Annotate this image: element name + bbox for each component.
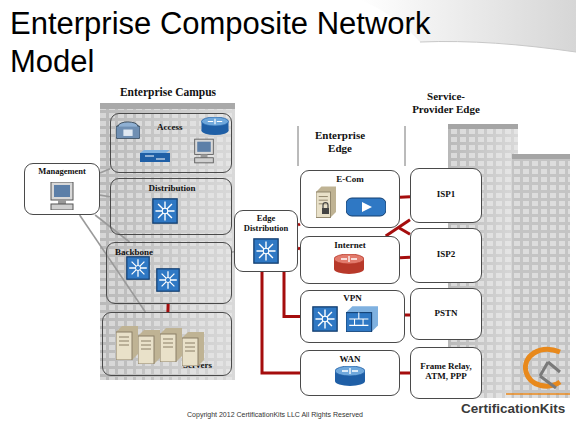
node-label: Frame Relay, ATM, PPP [416, 361, 476, 382]
backbone-icons [127, 257, 149, 279]
server-icons [138, 330, 160, 364]
wan-icon [335, 366, 365, 386]
network-link [80, 215, 146, 312]
access-icons [116, 122, 140, 139]
wan-icon [335, 366, 365, 386]
slide-title: Enterprise Composite Network Model [10, 5, 450, 81]
provider-buildings [512, 158, 570, 398]
campus-building [100, 103, 235, 109]
region-heading: Enterprise Edge [309, 129, 371, 154]
copyright-note: Copyright 2012 CertificationKits LLC All… [140, 411, 410, 419]
logo-swirl [506, 393, 570, 395]
logo-swirl [506, 349, 570, 394]
node-label: Access [157, 122, 207, 132]
ecom-icons [322, 208, 329, 214]
edge-distribution-icon [254, 239, 278, 263]
ecom-module-box: E-Com [300, 170, 400, 228]
backbone-icons [127, 257, 179, 291]
ecom-icons [316, 187, 386, 218]
isp-box: ISP2 [410, 228, 482, 283]
internet-icon [334, 254, 364, 274]
node-label: Enterprise Campus [100, 86, 236, 99]
network-link [262, 272, 300, 373]
network-link [399, 228, 410, 234]
edge-header-rule [298, 126, 405, 166]
ecom-icons [346, 198, 386, 216]
network-link [400, 372, 410, 375]
provider-buildings [512, 158, 570, 398]
backbone-icons [157, 269, 179, 291]
server-farm-box: Servers [102, 312, 232, 376]
wan-module-box: WAN [300, 350, 400, 396]
region-heading: Service- Provider Edge [406, 90, 486, 115]
node-label: VPN [301, 293, 404, 303]
provider-buildings [448, 124, 518, 129]
ecom-icons [316, 187, 336, 218]
internet-icon [334, 254, 364, 274]
distribution-icon [153, 199, 177, 223]
server-icons [116, 326, 204, 366]
server-icons [160, 328, 182, 362]
network-link [298, 224, 300, 225]
node-label: Internet [301, 240, 399, 250]
edge-distribution-box: Edge Distribution [234, 210, 298, 272]
campus-building: Enterprise CampusAccessDistributionBackb… [100, 86, 236, 378]
network-link [284, 272, 300, 317]
backbone-layer-box: Backbone [106, 242, 232, 304]
node-label: Backbone [115, 247, 175, 257]
node-label: ISP1 [411, 189, 481, 199]
node-label: WAN [301, 354, 399, 364]
edge-distribution-icon [254, 239, 278, 263]
network-link [100, 195, 110, 197]
campus-building [100, 103, 235, 380]
logo-text: CertificationKits [461, 401, 575, 417]
network-link [95, 215, 129, 242]
node-label: ISP2 [411, 249, 481, 259]
network-link [400, 256, 410, 259]
edge-header-rule [298, 126, 299, 166]
title-banner [420, 41, 576, 52]
management-icon [51, 182, 73, 210]
access-icons [202, 117, 229, 135]
vpn-icons [313, 306, 378, 332]
node-label: Management [25, 167, 99, 177]
access-icons [140, 150, 170, 162]
node-label: Servers [183, 360, 231, 370]
vpn-icons [346, 306, 378, 332]
distribution-layer-box: Distribution [110, 178, 232, 235]
access-layer-box: Access [110, 113, 232, 173]
logo-swirl [540, 362, 560, 388]
wan-service-box: Frame Relay, ATM, PPP [410, 347, 482, 399]
vpn-icons [313, 307, 337, 331]
pstn-box: PSTN [410, 288, 482, 340]
campus-building [100, 103, 235, 380]
server-icons [182, 332, 204, 366]
ecom-icons [323, 203, 328, 209]
network-link [166, 304, 169, 312]
access-icons [116, 117, 229, 163]
internet-module-box: Internet [300, 236, 400, 284]
vpn-module-box: VPN [300, 290, 405, 343]
management-icon [51, 182, 73, 210]
isp-box: ISP1 [410, 168, 482, 223]
node-label: Edge Distribution [237, 214, 295, 234]
network-link [400, 195, 410, 198]
provider-buildings [512, 154, 570, 159]
node-label: PSTN [411, 308, 481, 318]
access-icons [195, 139, 214, 163]
management-box: Management [24, 163, 100, 215]
edge-header-rule [405, 126, 406, 166]
campus-building [100, 103, 235, 380]
distribution-icon [153, 199, 177, 223]
node-label: Distribution [133, 183, 211, 193]
network-link [100, 169, 110, 173]
node-label: E-Com [301, 174, 399, 184]
server-icons [116, 326, 138, 360]
